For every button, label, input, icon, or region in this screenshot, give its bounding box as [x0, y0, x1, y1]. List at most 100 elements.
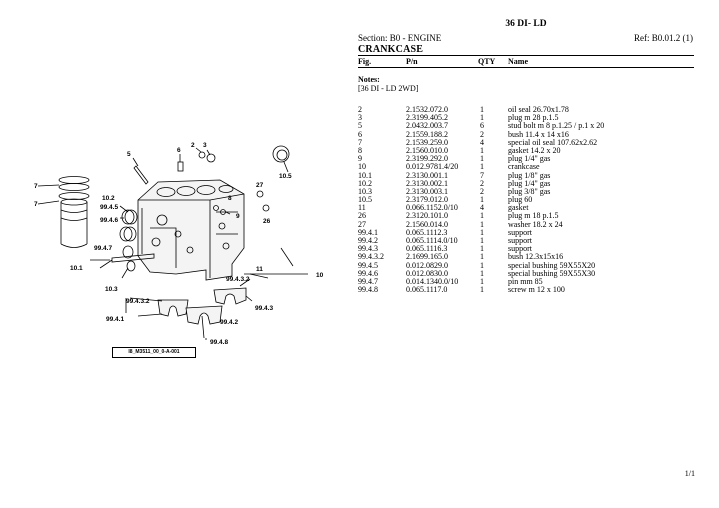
part-number: 2.3199.292.0 [406, 154, 448, 164]
bearing-support-99-4-2 [185, 305, 223, 325]
part-number: 0.066.1152.0/10 [406, 203, 458, 213]
part-name: plug 1/4" gas [508, 154, 551, 164]
diagram-callouts: 7 7 5 6 2 3 10.5 10.2 99.4.5 99.4.6 8 9 … [34, 142, 324, 346]
washer [256, 190, 264, 198]
part-name: washer 18.2 x 24 [508, 219, 563, 229]
part-qty: 1 [480, 154, 484, 164]
callout-99-4-7: 99.4.7 [94, 245, 112, 252]
part-number: 2.3120.101.0 [406, 211, 448, 221]
part-name: bush 11.4 x 14 x16 [508, 129, 569, 139]
callout-10-1: 10.1 [70, 265, 83, 272]
callout-8: 8 [228, 195, 232, 202]
part-qty: 1 [480, 268, 484, 278]
oil-seal-ring-lower [58, 192, 90, 200]
part-qty: 1 [480, 195, 484, 205]
plug-60 [272, 145, 290, 163]
column-header-pn: P/n [406, 57, 418, 66]
part-fig: 8 [358, 145, 362, 155]
part-number: 2.1539.259.0 [406, 137, 448, 147]
part-name: support [508, 244, 532, 254]
part-number: 0.065.1117.0 [406, 285, 448, 295]
part-number: 0.065.1116.3 [406, 244, 448, 254]
part-qty: 1 [480, 227, 484, 237]
part-qty: 2 [480, 178, 484, 188]
bearing-support-99-4-3 [213, 287, 247, 305]
callout-27: 27 [256, 182, 264, 189]
callout-6: 6 [177, 147, 181, 154]
callout-99-4-1: 99.4.1 [106, 316, 124, 323]
part-qty: 1 [480, 162, 484, 172]
part-fig: 9 [358, 154, 362, 164]
callout-99-4-5: 99.4.5 [100, 204, 118, 211]
callout-7-lower: 7 [34, 201, 38, 208]
part-number: 2.1532.072.0 [406, 105, 448, 114]
part-number: 2.1559.188.2 [406, 129, 448, 139]
section-label: Section: B0 - ENGINE [358, 33, 442, 43]
part-number: 2.1560.014.0 [406, 219, 448, 229]
part-name: bush 12.3x15x16 [508, 252, 564, 262]
pin [111, 253, 155, 263]
page-subtitle: CRANKCASE [358, 44, 424, 55]
part-name: special oil seal 107.62x2.62 [508, 137, 598, 147]
part-number: 2.1560.010.0 [406, 145, 448, 155]
callout-10-2: 10.2 [102, 195, 115, 202]
stud-bolt [133, 165, 149, 185]
exploded-parts-diagram: 7 7 5 6 2 3 10.5 10.2 99.4.5 99.4.6 8 9 … [34, 142, 324, 346]
part-number: 0.065.1114.0/10 [406, 236, 458, 245]
cylinder-liner [60, 198, 88, 248]
part-qty: 1 [480, 113, 484, 123]
part-fig: 99.4.5 [358, 260, 378, 270]
part-fig: 2 [358, 105, 362, 114]
reference-label: Ref: B0.01.2 (1) [634, 33, 693, 43]
part-fig: 10.5 [358, 195, 372, 205]
part-name: special bushing 59X55X20 [508, 260, 596, 270]
part-fig: 10.2 [358, 178, 372, 188]
part-number: 2.3130.001.1 [406, 170, 448, 180]
callout-99-4-3-2-upper: 99.4.3.2 [226, 276, 250, 283]
part-fig: 10.3 [358, 186, 372, 196]
part-number: 2.1699.165.0 [406, 252, 448, 262]
part-number: 0.014.1340.0/10 [406, 276, 459, 286]
callout-10-3: 10.3 [105, 286, 118, 293]
callout-5: 5 [127, 151, 131, 158]
part-name: plug 1/8" gas [508, 170, 551, 180]
part-fig: 7 [358, 137, 362, 147]
part-number: 2.3199.405.2 [406, 113, 448, 123]
callout-10-5: 10.5 [279, 173, 292, 180]
part-name: gasket 14.2 x 20 [508, 145, 561, 155]
part-fig: 99.4.3 [358, 244, 378, 254]
part-qty: 1 [480, 252, 484, 262]
header-rule-bottom [358, 67, 694, 68]
part-fig: 99.4.2 [358, 236, 378, 245]
oil-seal-ring-upper [58, 176, 90, 184]
bush [177, 161, 184, 172]
part-name: oil seal 26.70x1.78 [508, 105, 569, 114]
callout-99-4-8: 99.4.8 [210, 339, 228, 346]
column-header-qty: QTY [478, 57, 496, 66]
part-qty: 2 [480, 186, 484, 196]
plug-9 [220, 209, 226, 215]
part-qty: 1 [480, 236, 484, 245]
part-name: support [508, 227, 532, 237]
page-number: 1/1 [684, 469, 695, 478]
part-qty: 1 [480, 285, 484, 295]
part-name: plug m 18 p.1.5 [508, 211, 559, 221]
part-fig: 10.1 [358, 170, 372, 180]
notes-label: Notes: [358, 75, 380, 84]
column-header-fig: Fig. [358, 57, 372, 66]
